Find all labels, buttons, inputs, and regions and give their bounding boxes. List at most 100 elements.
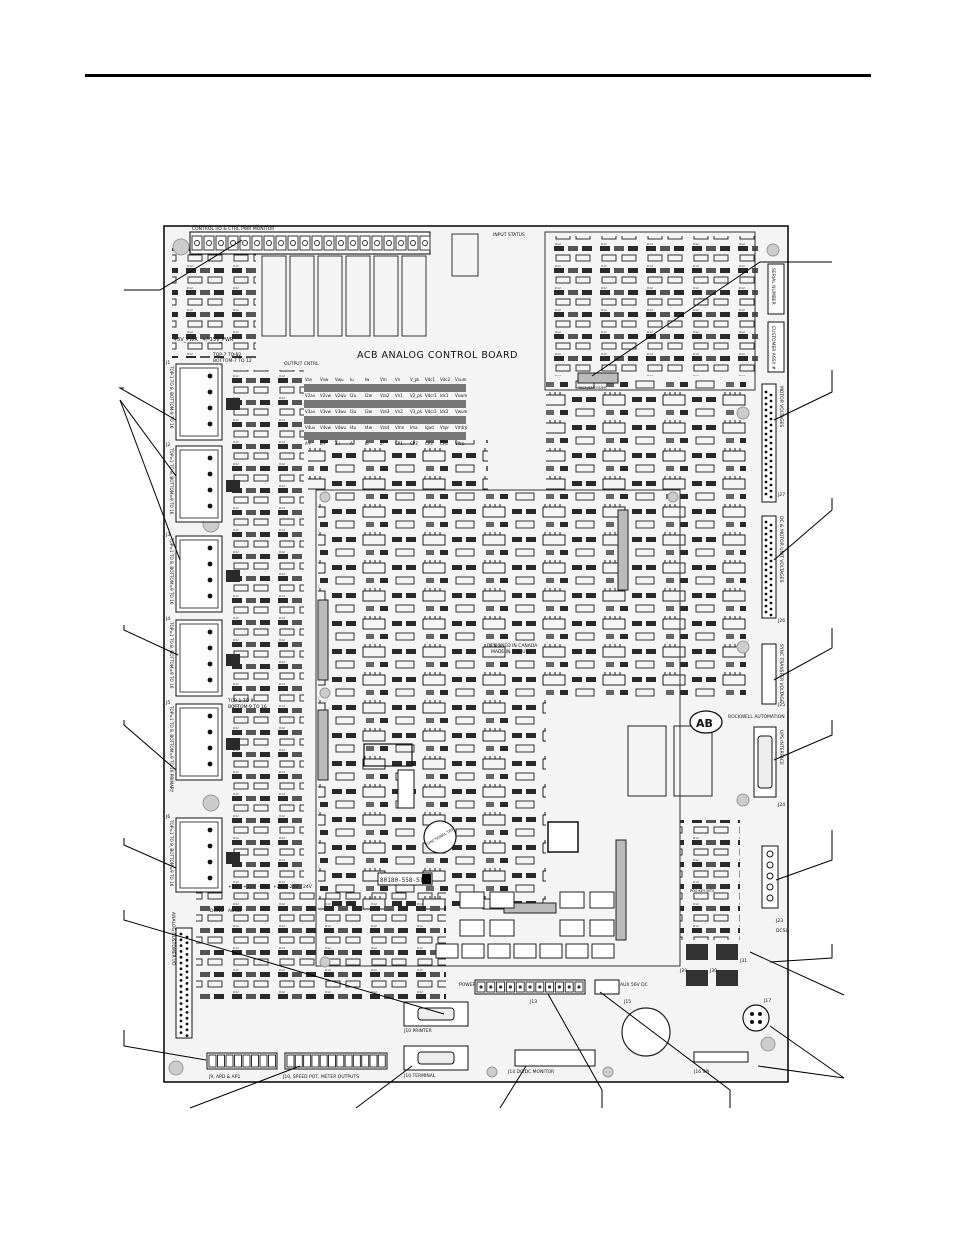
components-lower-right [680,820,740,940]
test-point-label: Vzs3 [380,409,390,414]
test-point-label: V4uv [305,425,316,430]
test-point-label: Ima [410,425,418,430]
svg-text:AB: AB [696,717,713,730]
test-point-label: V2_pk [410,393,423,398]
svg-text:J27: J27 [777,492,785,498]
plug-id: J4 [165,616,170,622]
components-bottom-left [196,890,446,1000]
dsub-round-connector [742,1004,770,1032]
relay-bank [261,233,479,337]
part-number-mark [422,874,431,884]
serial-number-tags: SERIAL NUMBER CUSTOMER ASSY # [767,263,785,373]
header-vertical-b [317,599,329,681]
board-title: ACB ANALOG CONTROL BOARD [357,350,518,361]
svg-text:J16 SPI: J16 SPI [693,1069,709,1075]
plug-label: TOP=1 TO 8, BOTTOM=9 TO 16 [169,621,174,689]
svg-text:J29: J29 [679,968,687,974]
test-point-label: Vn [395,377,401,382]
plug-id: J3 [165,532,170,538]
made-in-label: MADE IN THE USA [491,649,532,655]
test-point-label: Idc1 [440,393,449,398]
top-bottom-note-a: TOP-7 TO 12 [212,352,241,358]
test-point-label: A- [350,441,355,446]
components-top-left [172,248,256,358]
svg-text:J10 TERMINAL: J10 TERMINAL [403,1073,436,1079]
test-point-label: V2wu [335,393,347,398]
test-point-label: Z+ [335,441,341,446]
tach-encoder-label: TACH/ENCODER [577,386,607,390]
functional-test-stamp: FUNCTIONAL TEST [423,820,457,854]
printer-connector: J10 PRINTER [403,1001,469,1034]
motor-voltages-connector: MOTOR VOLTAGES J27 [761,383,785,503]
test-point-label: I4w [365,425,373,430]
test-point-label: Vltrp [455,441,465,446]
test-point-label: Idc2 [440,409,449,414]
callout-leaders [118,239,845,1109]
plug-label: TOP=1 TO 8, BOTTOM=9 TO 16 [169,447,174,515]
allen-bradley-logo: AB [689,710,723,734]
j10-terminal-strip [284,1052,388,1070]
power-capacitor-row [435,891,615,959]
rail-label: +15V [243,884,256,890]
dcsl-connector: J23 DCSL [761,845,788,934]
svg-text:J15: J15 [623,999,631,1005]
test-point-label: Vdc2 [440,377,450,382]
plug-id: J2 [165,442,170,448]
plug-id: J1 [165,360,170,366]
bulk-capacitor [621,1007,671,1057]
svg-text:J13: J13 [529,999,537,1005]
pos-keys-label: POS KEY BITS [690,889,715,893]
agnd-label: AGND [228,908,242,914]
manufacturer-label: ROCKWELL AUTOMATION [728,714,785,720]
svg-text:SYNC TRANSFER VOLTAGE: SYNC TRANSFER VOLTAGE [778,644,784,703]
test-point-label: CP3 [425,441,433,446]
test-point-label: V2av [305,393,316,398]
components-upper-right [548,236,758,376]
control-io-label: CONTROL I/O & CTRL PWR MONITOR [192,226,274,232]
header-vertical-a [617,509,629,591]
sync-transfer-connector: SYNC TRANSFER VOLTAGE J25 [761,643,785,708]
test-point-label: Vdcr1 [425,393,437,398]
test-point-label: V4wu [335,425,347,430]
test-point-label: A+ [305,441,311,446]
analog-customer-io-connector: ANALOG CUSTOMER I/O [170,912,193,1039]
top-bottom-note-d: BOTTOM-9 TO 16 [228,704,267,710]
svg-text:J31: J31 [739,958,747,964]
svg-text:DC & MOTOR UNIT VOLTAGES: DC & MOTOR UNIT VOLTAGES [778,516,784,583]
plug-label: TOP-1 TO 8, BOTTOM-9 TO 16 [169,365,174,429]
control-io-terminal-strip [189,231,431,255]
test-point-label: Vm [380,377,387,382]
plug-label: TOP=1 TO 8, BOTTOM=9 TO 16 [169,819,174,887]
test-point-label: Z- [380,441,385,446]
svg-text:J30: J30 [709,968,717,974]
test-point-label: V3wu [335,409,347,414]
test-point-label: V4vw [320,425,332,430]
components-left-column [228,370,304,890]
test-point-label: Vvwm [455,393,467,398]
svg-text:MOTOR VOLTAGES: MOTOR VOLTAGES [778,386,784,427]
test-point-label: Iw [365,377,370,382]
input-status-label: INPUT STATUS [493,232,525,238]
test-point-label: V3vw [320,409,332,414]
test-point-label: CP1 [395,441,403,446]
test-point-label: CP4 [440,441,448,446]
svg-text:POWER: POWER [459,982,476,988]
upper-right-section-outline [544,231,756,391]
plug-id: J5 [165,700,170,706]
test-point-label: B+ [320,441,326,446]
svg-text:J23: J23 [775,918,783,924]
power-15v-label: +/-15V_PWR [202,337,234,343]
svg-text:J26: J26 [777,618,785,624]
svg-text:J10 PRINTER: J10 PRINTER [403,1028,432,1034]
test-point-label: Iu [350,377,354,382]
components-right-mid [546,380,746,700]
test-point-label: CP2 [410,441,418,446]
header-horizontal-b [577,372,619,384]
